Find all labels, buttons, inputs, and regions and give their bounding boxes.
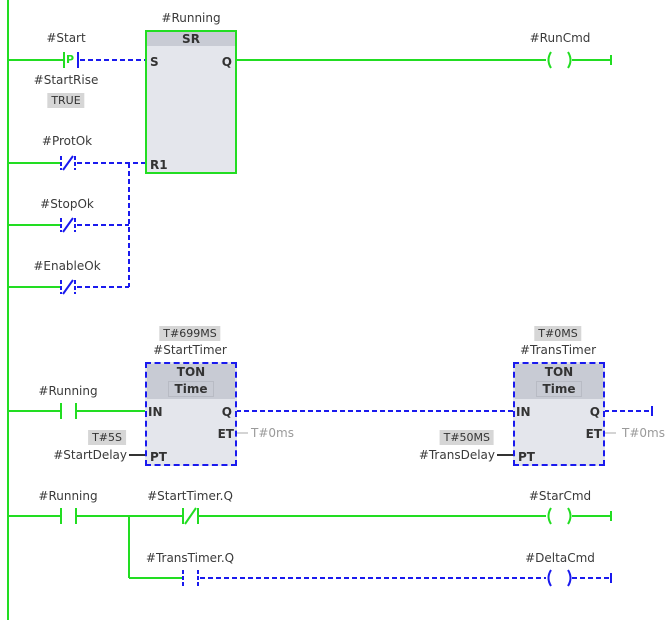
stopok-nc-contact[interactable] — [8, 217, 76, 233]
pin-q: Q — [221, 405, 232, 419]
p-edge-marker: P — [66, 53, 75, 66]
starttimer-current-value: T#699MS — [159, 326, 221, 341]
ton-type-label: TON — [176, 365, 206, 379]
starcmd-coil[interactable] — [547, 507, 612, 525]
starttimer-et-value: T#0ms — [251, 426, 294, 440]
enableok-nc-contact[interactable] — [8, 279, 76, 295]
sr-instance-name: #Running — [161, 11, 221, 25]
transdelay-value: T#50MS — [439, 430, 494, 445]
sr-pin-r1: R1 — [150, 158, 168, 172]
pin-in: IN — [516, 405, 531, 419]
running-no-contact-1[interactable] — [8, 403, 146, 419]
running-operand-1: #Running — [38, 384, 98, 398]
transdelay-operand: #TransDelay — [418, 448, 495, 462]
data-type-label[interactable]: Time — [535, 381, 583, 397]
starttimer-instance: #StartTimer — [153, 343, 227, 357]
enableok-operand: #EnableOk — [33, 259, 101, 273]
runcmd-coil[interactable] — [547, 51, 612, 69]
startrise-value: TRUE — [47, 93, 85, 108]
starttimer-ton-block[interactable]: TON Time IN Q ET PT — [145, 362, 237, 466]
transtimer-current-value: T#0MS — [534, 326, 582, 341]
starcmd-operand: #StarCmd — [528, 489, 592, 503]
transtimer-instance: #TransTimer — [519, 343, 597, 357]
stopok-operand: #StopOk — [40, 197, 94, 211]
sr-type-label: SR — [147, 32, 235, 46]
running-operand-2: #Running — [38, 489, 98, 503]
pin-in: IN — [148, 405, 163, 419]
transtimer-ton-block[interactable]: TON Time IN Q ET PT — [513, 362, 605, 466]
pin-et: ET — [585, 427, 602, 441]
startrise-operand: #StartRise — [33, 73, 99, 87]
start-operand: #Start — [46, 31, 86, 45]
start-p-contact[interactable] — [8, 52, 79, 68]
ton-type-label: TON — [544, 365, 574, 379]
protok-operand: #ProtOk — [41, 134, 93, 148]
transtimer-q-operand: #TransTimer.Q — [145, 551, 235, 565]
runcmd-operand: #RunCmd — [529, 31, 591, 45]
data-type-label[interactable]: Time — [167, 381, 215, 397]
starttimer-q-operand: #StartTimer.Q — [147, 489, 233, 503]
transtimer-q-no-contact[interactable] — [129, 570, 199, 586]
protok-nc-contact[interactable] — [8, 155, 76, 171]
starttimer-q-nc-contact[interactable] — [182, 507, 546, 525]
pin-pt: PT — [150, 450, 167, 464]
startdelay-value: T#5S — [88, 430, 126, 445]
transtimer-et-value: T#0ms — [622, 426, 665, 440]
sr-pin-s: S — [150, 55, 159, 69]
pin-q: Q — [589, 405, 600, 419]
deltacmd-coil[interactable] — [547, 569, 612, 587]
running-no-contact-2[interactable] — [8, 508, 182, 524]
deltacmd-operand: #DeltaCmd — [525, 551, 595, 565]
pin-pt: PT — [518, 450, 535, 464]
sr-block[interactable]: SR S Q R1 — [145, 30, 237, 174]
startdelay-operand: #StartDelay — [53, 448, 127, 462]
sr-pin-q: Q — [221, 55, 232, 69]
pin-et: ET — [217, 427, 234, 441]
